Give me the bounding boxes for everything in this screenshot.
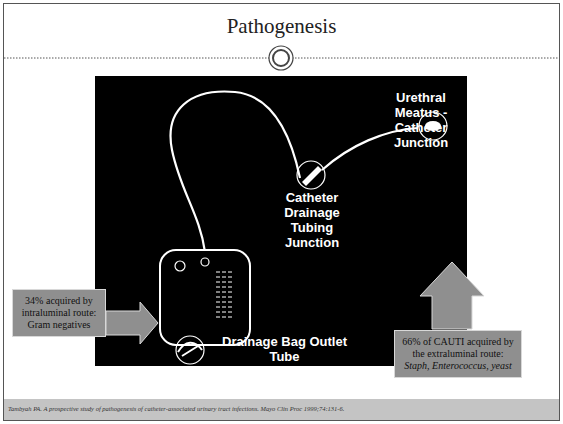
bag-port <box>175 261 185 271</box>
callout-text: 34% acquired by intraluminal route: Gram… <box>22 295 97 330</box>
footer-band <box>4 399 559 420</box>
junction-connector <box>302 166 322 186</box>
callout-box: 66% of CAUTI acquired by the extralumina… <box>394 330 522 378</box>
slide-title: Pathogenesis <box>0 14 563 39</box>
part-label: Catheter Drainage Tubing Junction <box>262 190 362 250</box>
callout-text: 66% of CAUTI acquired by the extralumina… <box>402 336 514 359</box>
outlet-ring <box>176 336 204 364</box>
bag-inlet <box>201 258 209 266</box>
callout-box: 34% acquired by intraluminal route: Gram… <box>12 289 106 337</box>
slide-frame <box>4 4 560 421</box>
drainage-bag <box>160 250 250 345</box>
callout-text: 66% of CAUTI acquired by the extralumina… <box>401 336 515 372</box>
part-label: Urethral Meatus - Catheter Junction <box>378 90 464 150</box>
part-label: Drainage Bag Outlet Tube <box>212 334 357 364</box>
block-arrow <box>420 262 484 329</box>
drainage-tube <box>171 92 300 252</box>
bag-graduations <box>215 268 233 318</box>
ornament <box>269 46 293 70</box>
block-arrow <box>106 302 158 344</box>
ornament <box>273 50 289 66</box>
callout-text: 34% acquired by intraluminal route: Gram… <box>19 295 99 331</box>
photo-ground <box>95 76 467 366</box>
outlet-tube <box>178 343 202 356</box>
citation: Tambyah PA. A prospective study of patho… <box>8 405 344 412</box>
organism-list: Staph, Enterococcus, yeast <box>404 360 511 371</box>
junction-ring <box>297 161 325 189</box>
